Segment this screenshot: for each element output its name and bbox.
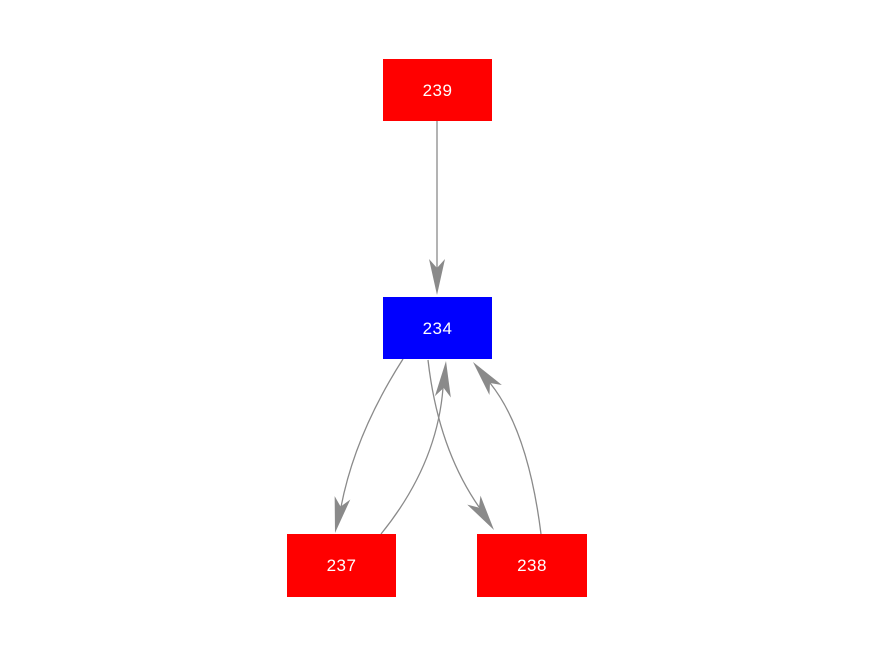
arrowhead-239-234-icon — [429, 259, 445, 295]
node-239-label: 239 — [422, 80, 453, 100]
node-234-label: 234 — [422, 318, 453, 338]
edge-234-237 — [340, 358, 404, 508]
node-234[interactable]: 234 — [383, 297, 492, 359]
edge-237-234 — [380, 387, 444, 535]
node-237-label: 237 — [326, 556, 357, 575]
arrowhead-234-237-icon — [334, 496, 351, 533]
node-239[interactable]: 239 — [383, 59, 492, 121]
node-238[interactable]: 238 — [477, 534, 587, 597]
node-238-label: 238 — [517, 556, 547, 575]
arrowhead-237-234-icon — [434, 361, 451, 398]
edge-234-238 — [427, 359, 480, 508]
arrowhead-238-234-icon — [473, 362, 502, 396]
node-237[interactable]: 237 — [287, 534, 396, 597]
edge-238-234 — [489, 382, 542, 535]
arrowhead-234-238-icon — [467, 495, 494, 530]
